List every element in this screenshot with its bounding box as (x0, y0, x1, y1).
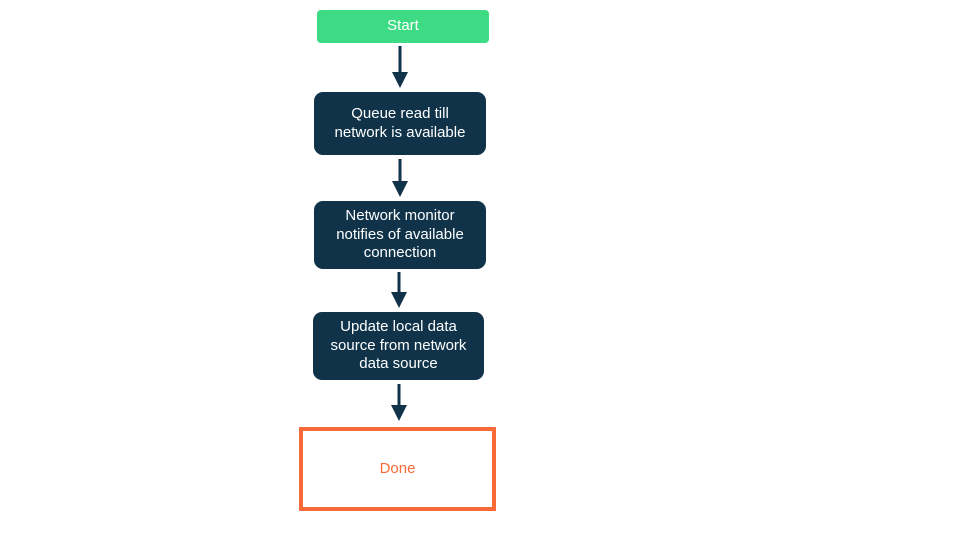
node-update-local[interactable]: Update local data source from network da… (313, 312, 484, 380)
node-update-local-label: Update local data source from network da… (330, 317, 467, 373)
node-network-monitor[interactable]: Network monitor notifies of available co… (314, 201, 486, 269)
node-network-monitor-label: Network monitor notifies of available co… (336, 206, 464, 262)
node-queue-read-label: Queue read till network is available (334, 104, 466, 141)
node-queue-read[interactable]: Queue read till network is available (314, 92, 486, 155)
node-done-label: Done (379, 459, 416, 477)
connector-network-monitor-to-update-local (391, 272, 407, 308)
connector-start-to-queue-read (392, 46, 408, 88)
node-start-label: Start (387, 17, 419, 35)
node-start[interactable]: Start (317, 10, 489, 43)
connector-update-local-to-done (391, 384, 407, 421)
node-done[interactable]: Done (299, 427, 496, 511)
connector-queue-read-to-network-monitor (392, 159, 408, 197)
